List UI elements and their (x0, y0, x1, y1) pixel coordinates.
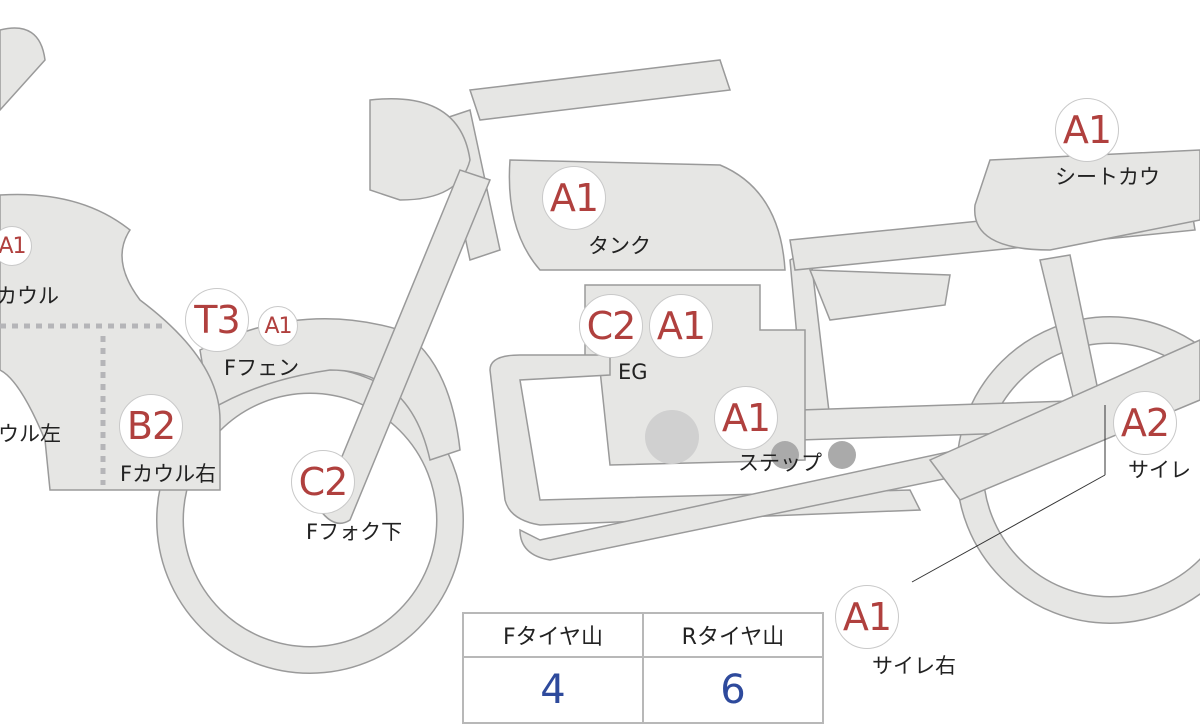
grade-badge-fcowl: A1 (0, 226, 32, 266)
tire-tread-table: Fタイヤ山 Rタイヤ山 4 6 (462, 612, 824, 724)
exhaust-pipe (489, 354, 922, 526)
label-fcowl-right: Fカウル右 (120, 462, 217, 486)
label-step: ステップ (738, 451, 822, 475)
grade-badge-fcowl-right: B2 (119, 394, 183, 458)
label-ffork: Fフォク下 (306, 520, 403, 544)
headlight (369, 98, 471, 201)
grade-badge-tank: A1 (542, 166, 606, 230)
grade-badge-engine-1: C2 (579, 294, 643, 358)
grade-badge-muffler-left: A2 (1113, 391, 1177, 455)
label-muffler-left: サイレ (1128, 458, 1191, 482)
grade-badge-ffender-1: T3 (185, 288, 249, 352)
seat-cowl (974, 149, 1200, 251)
grade-badge-step: A1 (714, 386, 778, 450)
muffler (928, 339, 1200, 501)
grade-badge-engine-2: A1 (649, 294, 713, 358)
label-fcowl: カウル (0, 284, 59, 308)
label-engine: EG (618, 360, 648, 384)
label-muffler-right: サイレ右 (872, 654, 956, 678)
frame (468, 59, 732, 121)
grade-badge-ffork: C2 (291, 450, 355, 514)
front-fork (319, 169, 491, 525)
front-tire-header: Fタイヤ山 (462, 612, 644, 658)
rear-tire-header: Rタイヤ山 (642, 612, 824, 658)
grade-badge-seatcowl: A1 (1055, 98, 1119, 162)
label-ffender: Fフェン (224, 356, 300, 380)
rear-tire-value: 6 (642, 656, 824, 724)
front-tire-value: 4 (462, 656, 644, 724)
label-fcowl-left: ウル左 (0, 422, 61, 446)
grade-badge-ffender-2: A1 (258, 306, 298, 346)
grade-badge-muffler-right: A1 (835, 585, 899, 649)
label-seatcowl: シートカウ (1055, 165, 1160, 189)
label-tank: タンク (588, 234, 651, 258)
